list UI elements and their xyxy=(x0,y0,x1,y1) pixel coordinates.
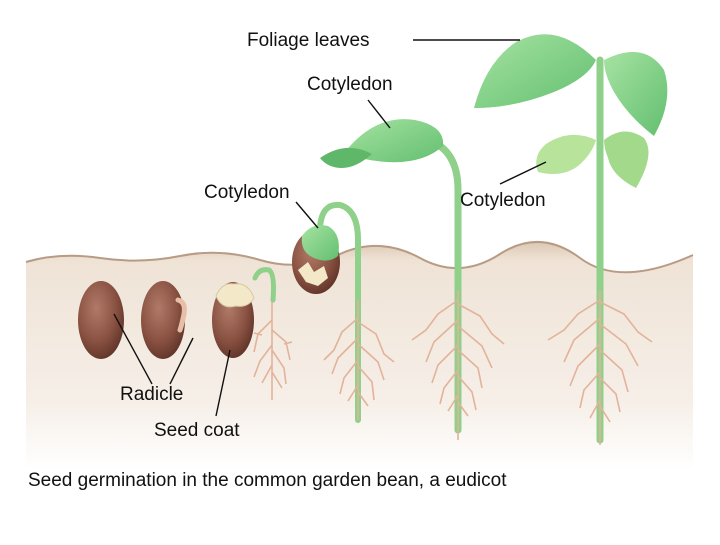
seedling-stage-6 xyxy=(474,34,668,445)
label-radicle: Radicle xyxy=(120,384,184,405)
seedling-stage-4 xyxy=(292,201,395,423)
label-seed-coat: Seed coat xyxy=(154,420,240,441)
seed-stage-3 xyxy=(212,267,293,400)
seed-stage-1 xyxy=(78,281,124,359)
leader-cotyledon-top xyxy=(367,99,391,129)
label-cotyledon-top: Cotyledon xyxy=(307,74,393,95)
leader-seed-coat xyxy=(215,349,231,417)
label-cotyledon-right: Cotyledon xyxy=(460,190,546,211)
leader-radicle-2 xyxy=(169,337,194,385)
roots-stage-3 xyxy=(253,300,293,400)
leader-radicle-1 xyxy=(113,313,153,385)
figure-caption: Seed germination in the common garden be… xyxy=(28,470,507,491)
seedling-stage-5 xyxy=(320,119,505,440)
leader-lines xyxy=(113,39,547,417)
leader-cotyledon-left xyxy=(295,201,319,229)
seed-stage-2 xyxy=(141,281,187,359)
label-foliage-leaves: Foliage leaves xyxy=(247,30,370,51)
label-cotyledon-left: Cotyledon xyxy=(204,182,290,203)
leader-cotyledon-right xyxy=(499,161,547,185)
